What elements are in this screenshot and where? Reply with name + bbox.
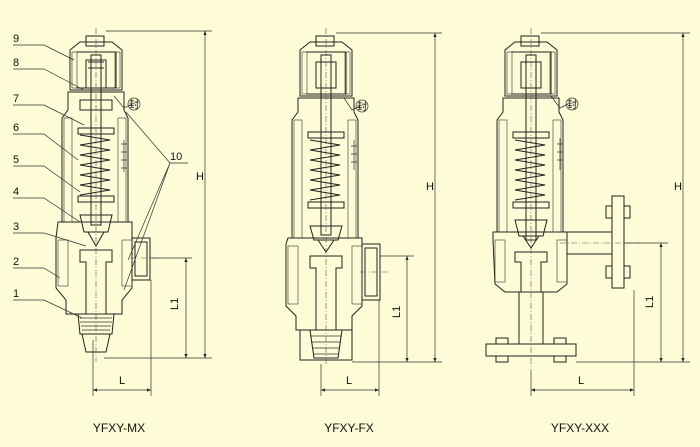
part-label-3: 3 <box>13 221 19 233</box>
dim-l-xxx: L <box>578 375 584 387</box>
valve-mx-drawing <box>13 28 212 396</box>
part-number-labels: 9 8 7 6 5 4 3 2 1 10 <box>13 33 182 300</box>
part-label-2: 2 <box>13 256 19 268</box>
part-label-1: 1 <box>13 288 19 300</box>
part-label-8: 8 <box>13 57 19 69</box>
valve-xxx-drawing <box>485 28 690 396</box>
model-captions: YFXY-MX YFXY-FX YFXY-XXX <box>93 421 609 435</box>
dim-l1-xxx: L1 <box>644 296 656 308</box>
dim-l1-mx: L1 <box>169 298 181 310</box>
valve-fx-drawing <box>285 28 442 396</box>
part-label-6: 6 <box>13 122 19 134</box>
caption-yfxy-fx: YFXY-FX <box>324 421 374 435</box>
seal-mark-mx: 封 <box>129 98 139 111</box>
dim-h-xxx: H <box>674 181 682 193</box>
part-label-9: 9 <box>13 33 19 45</box>
dim-h-fx: H <box>426 181 434 193</box>
seal-mark-fx: 封 <box>357 100 367 113</box>
dim-h-mx: H <box>196 171 204 183</box>
dim-l-fx: L <box>346 375 352 387</box>
dim-l-mx: L <box>119 375 125 387</box>
dim-l1-fx: L1 <box>391 306 403 318</box>
seal-mark-xxx: 封 <box>567 98 577 111</box>
part-label-10: 10 <box>170 151 182 163</box>
caption-yfxy-mx: YFXY-MX <box>93 421 145 435</box>
part-label-5: 5 <box>13 154 19 166</box>
dimension-text: H L1 L H L1 L H L1 L <box>119 171 682 387</box>
caption-yfxy-xxx: YFXY-XXX <box>551 421 609 435</box>
part-label-7: 7 <box>13 93 19 105</box>
seal-marks: 封 封 封 <box>129 98 577 113</box>
part-label-4: 4 <box>13 186 19 198</box>
